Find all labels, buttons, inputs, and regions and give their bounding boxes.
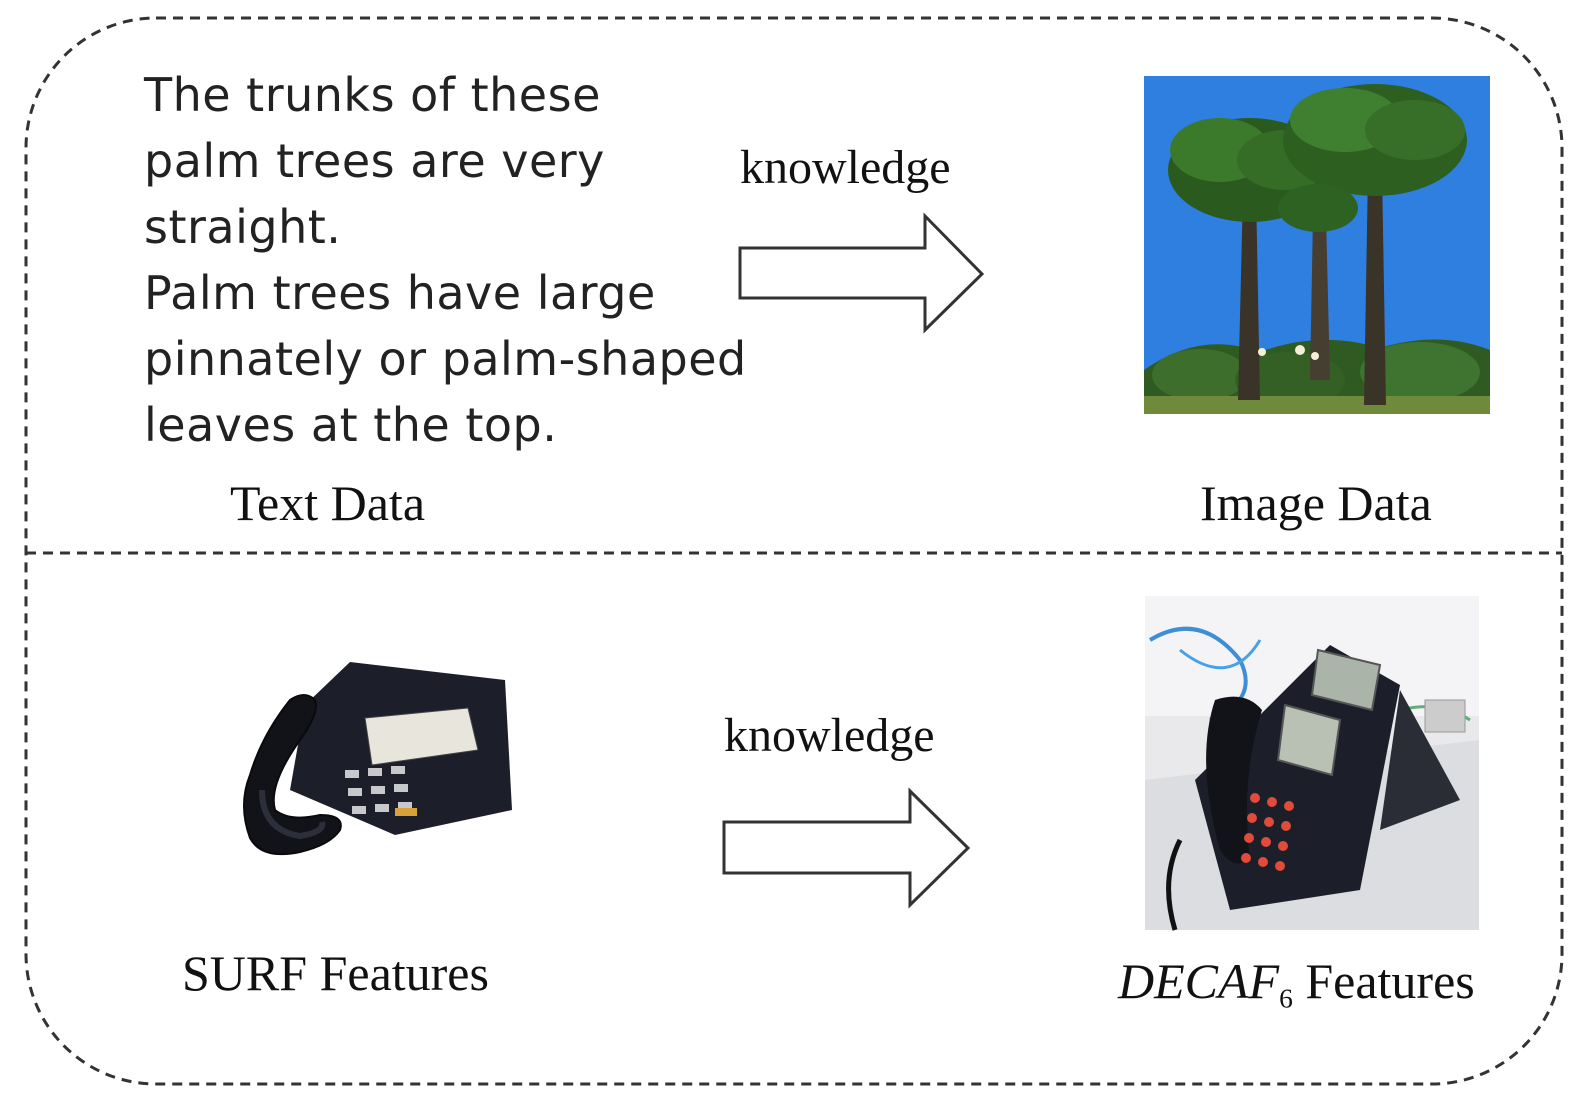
palm-trees-image — [1144, 76, 1490, 414]
text-line: straight. — [144, 200, 342, 254]
surf-features-caption: SURF Features — [182, 945, 489, 1001]
text-data-passage: The trunks of these palm trees are very … — [144, 62, 824, 458]
top-knowledge-arrow-icon — [738, 212, 985, 334]
decaf-subscript: 6 — [1279, 982, 1293, 1014]
text-line: The trunks of these — [144, 68, 601, 122]
text-line: leaves at the top. — [144, 398, 558, 452]
decaf-suffix: Features — [1292, 953, 1475, 1009]
desk-phone-image — [243, 662, 512, 856]
top-arrow-label: knowledge — [740, 141, 951, 194]
text-line: palm trees are very — [144, 134, 605, 188]
bottom-arrow-label: knowledge — [724, 709, 935, 762]
decaf-features-caption: DECAF6 Features — [1118, 952, 1475, 1015]
bottom-knowledge-arrow-icon — [722, 787, 971, 909]
image-data-caption: Image Data — [1200, 475, 1432, 531]
text-line: Palm trees have large — [144, 266, 656, 320]
decaf-name: DECAF — [1118, 953, 1280, 1009]
text-line: pinnately or palm-shaped — [144, 332, 747, 386]
outer-frame — [24, 16, 1564, 1086]
office-phone-photo — [1145, 596, 1479, 931]
text-data-caption: Text Data — [230, 475, 426, 531]
